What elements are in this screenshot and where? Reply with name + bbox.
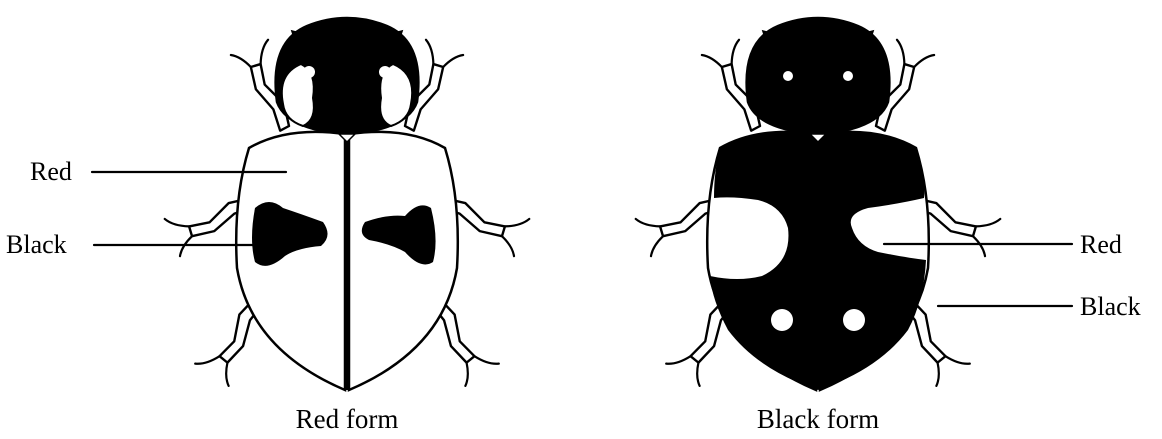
svg-text:Red: Red [1080,230,1122,259]
red-form-left-elytron [236,132,345,390]
black-form-beetle [632,18,1004,390]
red-form-caption: Red form [296,404,399,434]
black-form-left-white-spot [771,309,793,331]
black-form-right-white-spot [843,309,865,331]
svg-text:Black: Black [6,230,67,259]
black-form-pronotum [747,18,890,134]
svg-text:Black: Black [1080,292,1141,321]
svg-text:Red: Red [30,157,72,186]
red-form-right-elytron [349,132,458,390]
black-form-label-black: Black [938,292,1141,321]
red-form-beetle [161,18,533,390]
red-form-label-black: Black [6,230,260,259]
black-form-caption: Black form [757,404,879,434]
